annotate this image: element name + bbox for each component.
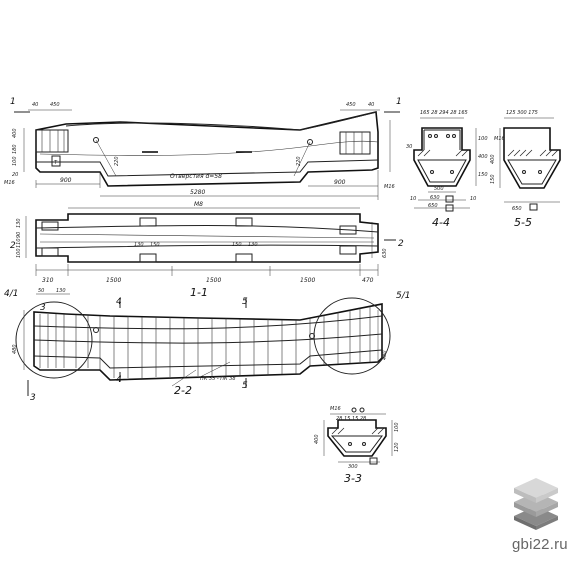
- node-left-mark: 4/1: [4, 289, 18, 299]
- section-mark-4-bottom: 4: [116, 375, 122, 385]
- section-mark-2-left: 2: [10, 241, 16, 251]
- plan-span-1: 1500: [106, 277, 121, 284]
- elev-hole-label: Отверстия d=58: [170, 173, 222, 180]
- sec44-width-total: 650: [428, 203, 438, 209]
- elev-mid-mark-right: 220: [296, 156, 302, 166]
- section-mark-5-top: 5: [242, 297, 248, 307]
- sec44-width-mid: 630: [430, 195, 440, 201]
- plan-left-side: 310: [42, 277, 54, 284]
- section-1-1-reinforcement: [15, 293, 391, 396]
- plan-title: М8: [194, 201, 203, 208]
- section-5-5: [499, 117, 561, 211]
- elev-dim-side-b: 180: [12, 144, 18, 154]
- plan-span-3: 1500: [300, 277, 315, 284]
- sec11-top-a: 50: [38, 288, 44, 294]
- sec44-right-bottom: 10: [470, 196, 476, 202]
- plan-span-2: 1500: [206, 277, 221, 284]
- sec44-width-inner: 500: [434, 186, 444, 192]
- plan-left-h-d: 100: [16, 248, 22, 258]
- plan-dim-150-a: 150: [150, 242, 160, 248]
- elev-dim-top-right-a: 450: [346, 102, 356, 108]
- elev-dim-top-left-a: 40: [32, 102, 38, 108]
- sec11-height: 480: [12, 344, 18, 354]
- elev-dim-left-offset: 900: [60, 177, 72, 184]
- plan-width: 630: [382, 248, 388, 258]
- elev-dim-side-c: 100: [12, 156, 18, 166]
- sec11-right-h: 480: [382, 350, 388, 360]
- plan-dim-130-a: 130: [134, 242, 144, 248]
- sec33-h-b: 100: [394, 422, 400, 432]
- section-4-4-title: 4-4: [432, 216, 450, 229]
- sec11-top-b: 130: [56, 288, 66, 294]
- section-3-3: [323, 407, 393, 465]
- sec44-top-dims: 165 28 294 28 165: [420, 110, 468, 116]
- rebar-label: ПК 35 - ПК 38: [200, 376, 236, 382]
- section-3-3-title: 3-3: [344, 472, 362, 485]
- sec44-h-b: 400: [478, 154, 488, 160]
- elev-dim-right-offset: 900: [334, 179, 346, 186]
- section-mark-5-bottom: 5: [242, 381, 248, 391]
- elev-embedded-left: М16: [4, 180, 15, 186]
- beam-elevation: [14, 109, 400, 200]
- elev-marker-t: Т: [54, 160, 58, 166]
- section-mark-3-bottom: 3: [30, 393, 36, 403]
- sec33-embedded: М16: [330, 406, 341, 412]
- elev-dim-total-length: 5280: [190, 189, 205, 196]
- beam-plan: [25, 207, 396, 276]
- section-mark-4-top: 4: [116, 297, 122, 307]
- sec44-h-a: 100: [478, 136, 488, 142]
- stacked-slabs-icon: [514, 478, 558, 530]
- elev-dim-top-right-b: 40: [368, 102, 374, 108]
- sec55-embedded: М16: [494, 136, 505, 142]
- plan-left-h-c: 110: [16, 238, 22, 248]
- sec33-width: 300: [348, 464, 358, 470]
- sec33-h-c: 120: [394, 442, 400, 452]
- plan-right-side: 470: [362, 277, 374, 284]
- elev-embedded-right: М16: [384, 184, 395, 190]
- section-mark-1-right: 1: [396, 97, 402, 107]
- sec55-width-total: 650: [512, 206, 522, 212]
- sec44-left-bottom: 10: [410, 196, 416, 202]
- section-5-5-title: 5-5: [514, 216, 532, 229]
- node-label-2-2: 2-2: [174, 384, 192, 397]
- plan-dim-130-b: 130: [248, 242, 258, 248]
- sec44-left-mark: 30: [406, 144, 412, 150]
- elev-dim-top-left-b: 450: [50, 102, 60, 108]
- plan-left-h-a: 130: [16, 218, 22, 228]
- section-mark-3-top: 3: [40, 303, 46, 313]
- elev-mid-mark-left: 220: [114, 156, 120, 166]
- sec55-top-dims: 125 300 175: [506, 110, 538, 116]
- sec44-h-c: 150: [478, 172, 488, 178]
- elev-dim-side-a: 400: [12, 128, 18, 138]
- plan-left-h-b: 90: [16, 232, 22, 238]
- watermark-text: gbi22.ru: [512, 536, 568, 553]
- sec55-h-a: 400: [490, 154, 496, 164]
- section-4-4: [413, 117, 477, 212]
- plan-dim-150-b: 150: [232, 242, 242, 248]
- section-1-1-title: 1-1: [190, 286, 208, 299]
- section-mark-2-right: 2: [398, 239, 404, 249]
- sec33-h-a: 400: [314, 434, 320, 444]
- sec55-h-b: 150: [490, 174, 496, 184]
- node-right-mark: 5/1: [396, 291, 410, 301]
- sec33-top-dims: 28 15 15 28: [336, 416, 366, 422]
- elev-dim-side-d: 20: [12, 172, 18, 178]
- section-mark-1-left: 1: [10, 97, 16, 107]
